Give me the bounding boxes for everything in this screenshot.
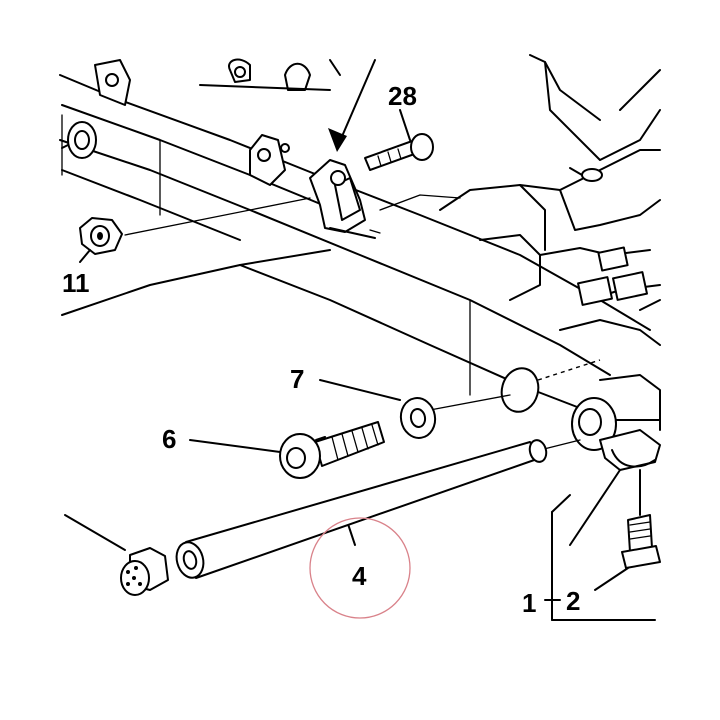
callout-2: 2 xyxy=(566,586,580,616)
washer-7 xyxy=(399,397,437,439)
highlight-circle xyxy=(309,517,411,619)
nut-11 xyxy=(79,217,123,263)
axle-tube-4 xyxy=(175,439,548,579)
callout-1: 1 xyxy=(522,588,536,618)
callout-6: 6 xyxy=(162,424,176,454)
callout-11: 11 xyxy=(62,268,90,298)
callout-7: 7 xyxy=(290,364,304,394)
leader-lines xyxy=(64,109,656,621)
pin-28 xyxy=(364,133,434,171)
bolt-2 xyxy=(621,469,661,569)
callout-28: 28 xyxy=(388,81,417,111)
callout-4: 4 xyxy=(352,561,367,591)
bolt-6 xyxy=(279,421,385,479)
end-cap xyxy=(120,547,169,596)
swingarm-frame xyxy=(59,54,661,569)
